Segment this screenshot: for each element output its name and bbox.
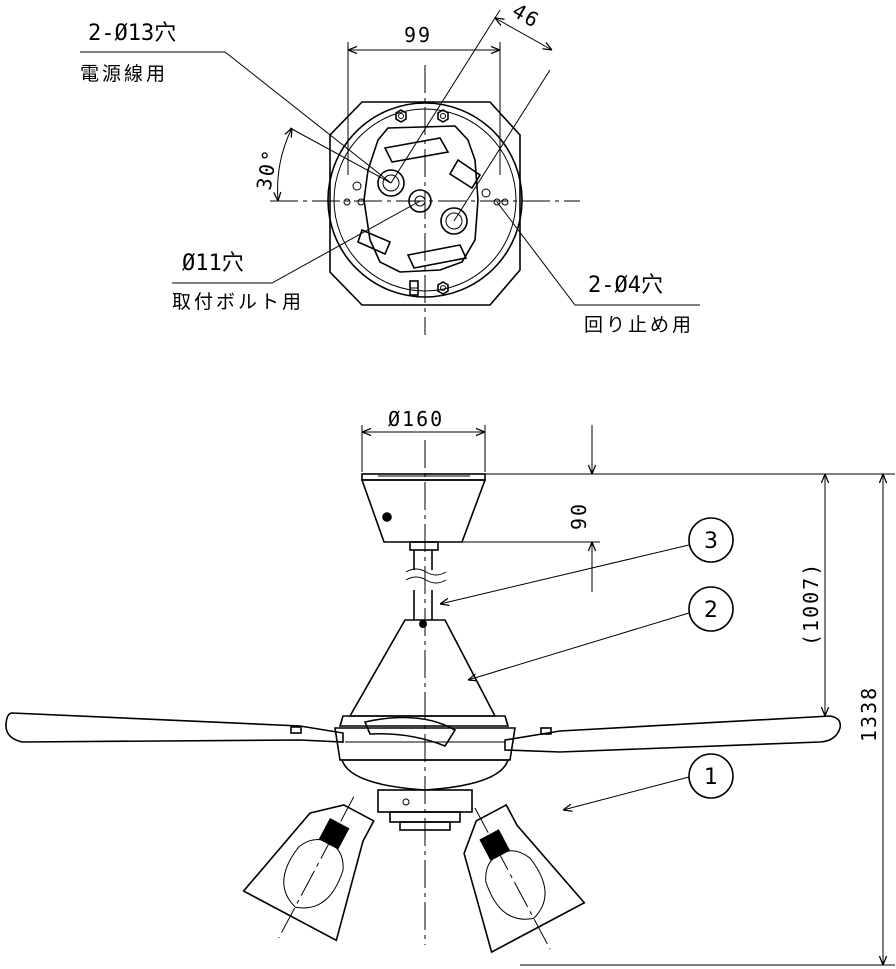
stop-hole-size-label: 2-Ø4穴 bbox=[588, 273, 663, 298]
hole-spacing-dimension: 99 bbox=[404, 23, 432, 47]
fan-side-view bbox=[5, 425, 895, 966]
cord-hole-size-label: 2-Ø13穴 bbox=[88, 21, 176, 46]
total-height-dimension: 1338 bbox=[857, 686, 881, 742]
ceiling-to-blade-dimension: (1007) bbox=[799, 562, 823, 646]
stop-hole-purpose-label: 回り止め用 bbox=[584, 314, 694, 336]
canopy-height-dimension: 90 bbox=[567, 502, 591, 530]
callout-3: 3 bbox=[704, 529, 718, 554]
bolt-hole-size-label: Ø11穴 bbox=[182, 251, 244, 276]
cord-hole-purpose-label: 電源線用 bbox=[80, 63, 168, 85]
mounting-plate-top-view bbox=[80, 9, 700, 335]
callout-1: 1 bbox=[704, 765, 718, 790]
bolt-hole-purpose-label: 取付ボルト用 bbox=[172, 291, 304, 313]
canopy-diameter-dimension: Ø160 bbox=[388, 407, 444, 431]
callout-2: 2 bbox=[704, 598, 718, 623]
